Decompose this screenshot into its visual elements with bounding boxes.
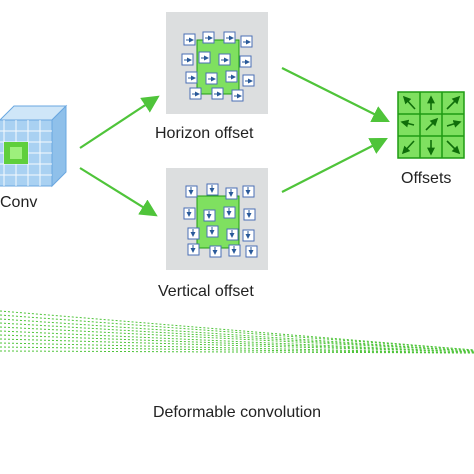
conv-cube [0, 104, 68, 188]
offsets-label: Offsets [401, 170, 452, 187]
horizon-offset-label: Horizon offset [155, 125, 254, 142]
arrow-horizon-to-offsets [281, 67, 390, 122]
flow-arrows [79, 67, 390, 217]
conv-label: Conv [0, 194, 38, 211]
horizon-offset-panel [166, 12, 268, 114]
deformable-convolution-caption: Deformable convolution [152, 404, 322, 421]
dotted-projection-lines [0, 310, 474, 354]
vertical-offset-label: Vertical offset [158, 283, 254, 300]
diagonal-arrow-icon [400, 95, 462, 156]
arrow-conv-to-vertical [79, 167, 158, 217]
arrow-conv-to-horizon [79, 95, 160, 149]
vertical-offset-panel [166, 168, 268, 270]
arrow-vertical-to-offsets [281, 138, 388, 193]
offsets-grid [397, 91, 465, 159]
